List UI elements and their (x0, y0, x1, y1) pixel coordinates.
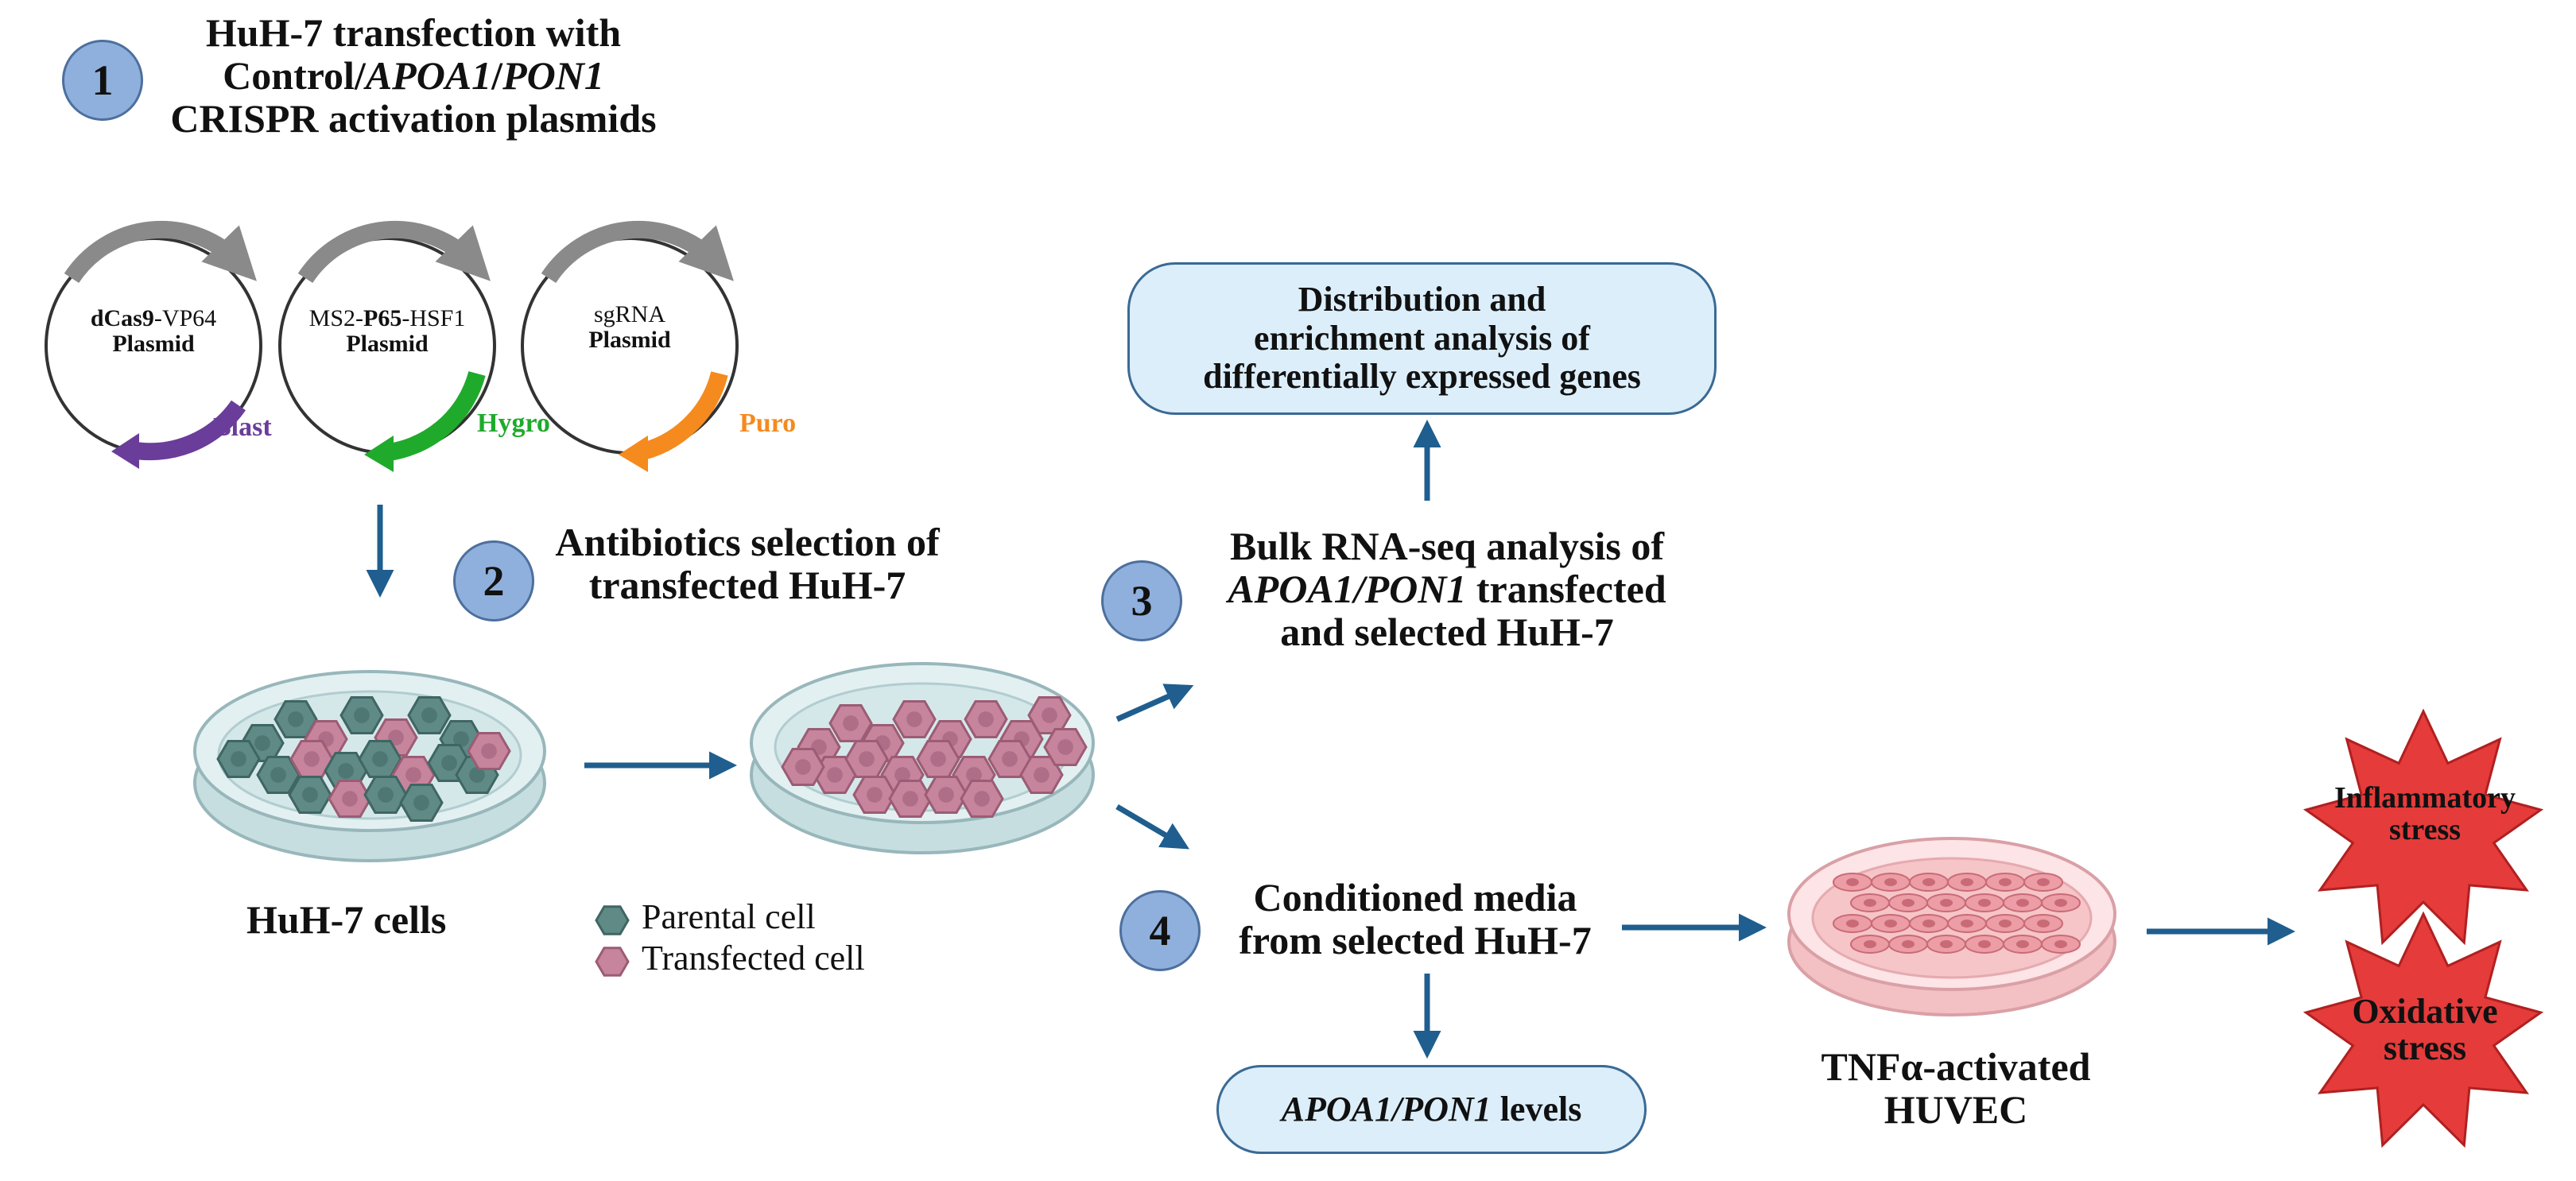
step-3-title: Bulk RNA-seq analysis of APOA1/PON1 tran… (1228, 524, 1666, 654)
transfected-cell-nucleus (405, 767, 421, 783)
step-1-line1: HuH-7 transfection with (205, 10, 622, 55)
transfected-cell-nucleus (867, 787, 883, 803)
transfected-cell-nucleus (843, 715, 859, 731)
arrow-selected-to-rnaseq (1115, 683, 1194, 722)
transfected-cell-nucleus (304, 751, 320, 767)
transfected-cell-nucleus (1042, 707, 1057, 723)
transfected-cell-nucleus (938, 787, 954, 803)
plasmid-ms2-p65 (278, 220, 496, 472)
transfected-cell-nucleus (342, 791, 358, 807)
huvec-cell-nucleus (2016, 899, 2029, 907)
transfected-cell-icon (595, 947, 630, 977)
huvec-cell-nucleus (1864, 940, 1876, 948)
parental-cell-nucleus (338, 763, 354, 779)
plasmid-sgrna (521, 220, 739, 472)
parental-cell-icon (595, 905, 630, 935)
plasmid-dcas9 (45, 220, 262, 469)
huvec-cell-nucleus (1999, 920, 2012, 927)
transfected-cell-nucleus (966, 767, 982, 783)
step-2-badge: 2 (453, 540, 534, 621)
inflammatory-stress-star (2302, 708, 2544, 946)
huvec-cell-nucleus (1884, 878, 1897, 886)
huvec-label: TNFα-activated HUVEC (1821, 1044, 2091, 1132)
step-1-title: HuH-7 transfection with Control/APOA1/PO… (135, 11, 692, 140)
resistance-puro: Puro (739, 409, 797, 438)
parental-cell-nucleus (288, 711, 304, 727)
transfected-cell-nucleus (974, 791, 990, 807)
step-1-line3: CRISPR activation plasmids (170, 96, 657, 141)
step-1-number: 1 (91, 56, 114, 104)
resistance-hygro: Hygro (477, 409, 550, 438)
resistance-blast: Blast (213, 412, 272, 442)
huvec-cell-nucleus (1922, 878, 1935, 886)
transfected-cell-nucleus (481, 743, 497, 759)
step-3-badge: 3 (1101, 560, 1182, 641)
huvec-cell-nucleus (1884, 920, 1897, 927)
parental-cell-nucleus (469, 767, 485, 783)
parental-cell-nucleus (254, 735, 270, 751)
petri-dish-huh7 (193, 670, 546, 862)
legend-transfected: Transfected cell (642, 939, 865, 978)
huvec-cell-nucleus (1846, 920, 1859, 927)
huvec-cell-nucleus (1961, 920, 1973, 927)
huvec-cell-nucleus (1902, 899, 1915, 907)
plasmid-dcas9-label: dCas9-VP64 Plasmid (90, 305, 217, 358)
parental-cell-nucleus (421, 707, 437, 723)
plasmid-ms2-label: MS2-P65-HSF1 Plasmid (308, 305, 466, 358)
huvec-cell-nucleus (1999, 878, 2012, 886)
huvec-cell-nucleus (1902, 940, 1915, 948)
plasmid-sgrna-label: sgRNA Plasmid (588, 301, 671, 354)
huvec-cell-nucleus (1846, 878, 1859, 886)
huvec-cell-nucleus (1922, 920, 1935, 927)
huvec-cell-nucleus (1940, 899, 1953, 907)
parental-cell-nucleus (453, 731, 469, 747)
transfected-cell-nucleus (827, 767, 843, 783)
huh7-cells-label: HuH-7 cells (246, 897, 447, 942)
distribution-analysis-box: Distribution and enrichment analysis of … (1127, 262, 1717, 415)
step-1-line2: Control/APOA1/PON1 (223, 53, 604, 98)
oxidative-stress-star (2302, 911, 2544, 1148)
transfected-cell-nucleus (978, 711, 994, 727)
parental-cell-nucleus (378, 787, 394, 803)
parental-cell-nucleus (302, 787, 318, 803)
parental-cell-nucleus (231, 751, 246, 767)
huvec-cell-nucleus (2054, 899, 2067, 907)
petri-dish-huvec (1787, 837, 2116, 1016)
huvec-cell-nucleus (1978, 940, 1991, 948)
huvec-cell-nucleus (1864, 899, 1876, 907)
step-4-title: Conditioned media from selected HuH-7 (1239, 875, 1592, 962)
apoa1-pon1-levels-box: APOA1/PON1 levels (1216, 1065, 1647, 1154)
step-2-title: Antibiotics selection of transfected HuH… (555, 520, 940, 607)
oxidative-stress-label: Oxidative stress (2352, 992, 2498, 1068)
huvec-cell-nucleus (2037, 878, 2050, 886)
parental-cell-nucleus (354, 707, 370, 723)
parental-cell-nucleus (441, 755, 457, 771)
transfected-cell-nucleus (1057, 739, 1073, 755)
inflammatory-stress-label: Inflammatory stress (2334, 781, 2516, 846)
transfected-cell-nucleus (388, 730, 404, 745)
arrow-selected-to-media (1115, 803, 1190, 850)
huvec-cell-nucleus (2016, 940, 2029, 948)
huvec-cell-nucleus (2054, 940, 2067, 948)
transfected-cell-nucleus (930, 751, 946, 767)
huvec-cell-nucleus (1940, 940, 1953, 948)
transfected-cell-nucleus (1034, 767, 1049, 783)
transfected-cell-nucleus (795, 759, 811, 775)
huvec-cell-nucleus (1978, 899, 1991, 907)
parental-cell-nucleus (270, 767, 286, 783)
legend-parental: Parental cell (642, 897, 816, 936)
parental-cell-nucleus (372, 751, 388, 767)
parental-cell-nucleus (413, 795, 429, 811)
huvec-cell-nucleus (1961, 878, 1973, 886)
transfected-cell-nucleus (906, 711, 922, 727)
transfected-cell-nucleus (902, 791, 918, 807)
petri-dish-selected (750, 662, 1095, 854)
huvec-cell-nucleus (2037, 920, 2050, 927)
transfected-cell-nucleus (859, 751, 875, 767)
step-4-badge: 4 (1119, 890, 1201, 971)
transfected-cell-nucleus (894, 767, 910, 783)
step-1-badge: 1 (62, 40, 143, 121)
transfected-cell-nucleus (1002, 751, 1018, 767)
